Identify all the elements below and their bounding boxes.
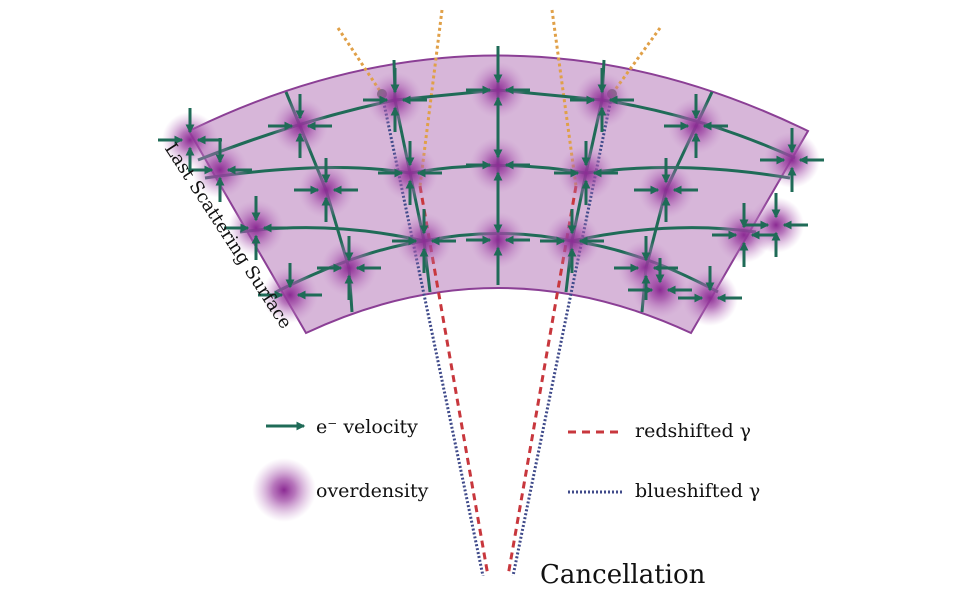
overdensity-blob [716, 207, 772, 263]
cancellation-label: Cancellation [540, 560, 706, 590]
overdensity-blob [470, 137, 526, 193]
overdensity-blob [574, 72, 630, 128]
overdensity-blob [470, 62, 526, 118]
overdensity-blob [544, 213, 600, 269]
legend-velocity-label: e⁻ velocity [316, 416, 418, 438]
legend-redshifted-label: redshifted γ [635, 420, 752, 442]
overdensity-blob [367, 72, 423, 128]
diagram-canvas [158, 9, 824, 576]
overdensity-blob [558, 145, 614, 201]
overdensity-blob [321, 240, 377, 296]
overdensity-blob [638, 162, 694, 218]
overdensity-blob [682, 270, 738, 326]
overdensity-blob [272, 98, 328, 154]
overdensity-blob [382, 145, 438, 201]
overdensity-blob [262, 267, 318, 323]
overdensity-blob [764, 132, 820, 188]
overdensity-blob [396, 213, 452, 269]
velocity-arrows [158, 58, 824, 303]
overdensity-blob [668, 98, 724, 154]
legend-overdensity-icon [252, 458, 316, 522]
overdensity-blob [298, 162, 354, 218]
overdensity-blob [470, 212, 526, 268]
overdensity-blob [228, 200, 284, 256]
legend-blueshifted-label: blueshifted γ [635, 480, 761, 502]
overdensity-layer [162, 62, 820, 326]
overdensity-blob [192, 142, 248, 198]
legend-overdensity-label: overdensity [316, 480, 429, 502]
